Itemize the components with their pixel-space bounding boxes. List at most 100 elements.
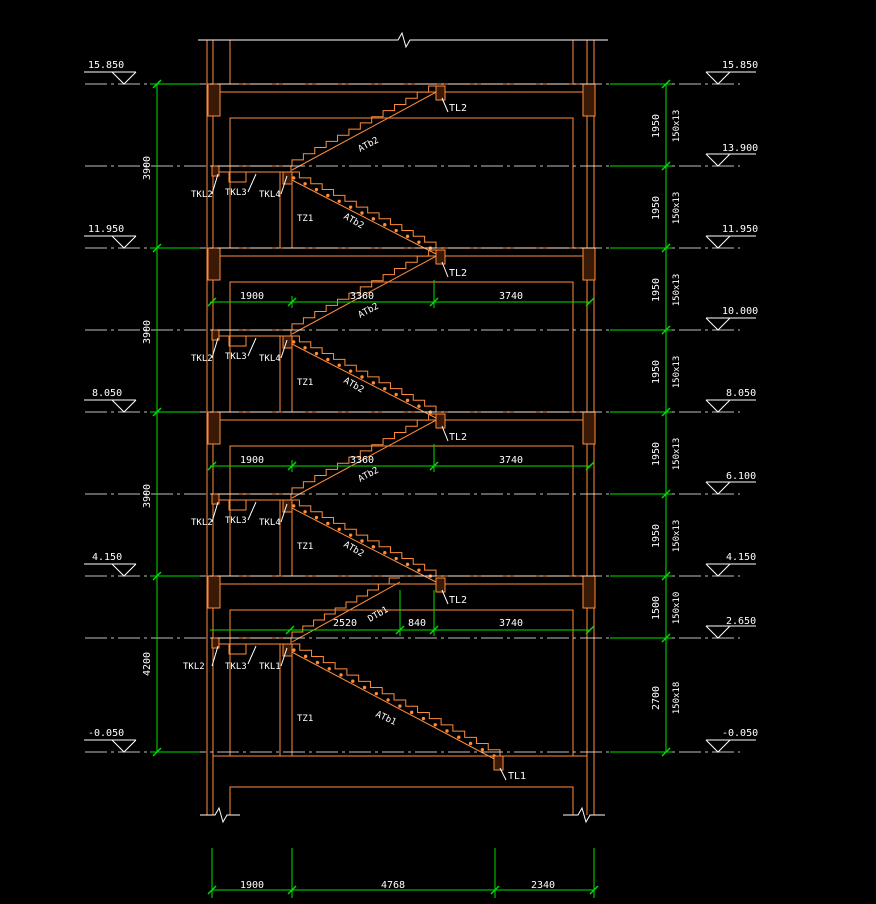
stair-hatch-dot: [433, 723, 437, 727]
stair-hatch-dot: [386, 698, 390, 702]
tkl3-label: TKL3: [225, 188, 247, 198]
left-dim-text: 3900: [142, 320, 153, 344]
tl2-label: TL2: [449, 103, 467, 114]
floor-slab: [212, 83, 588, 93]
dim-tick: [287, 885, 297, 895]
right-dim-steps: 150x18: [672, 682, 682, 715]
right-dim-height: 1950: [651, 524, 662, 548]
label-leader: [441, 425, 449, 442]
tkl1-label: TKL1: [259, 662, 281, 672]
label-leader: [211, 645, 219, 667]
stair-steps: [288, 335, 437, 412]
stair-soffit: [291, 89, 441, 171]
stair-hatch-dot: [351, 679, 355, 683]
stair-soffit: [287, 505, 437, 583]
atb2-label: ATb2: [357, 302, 381, 321]
member-labels: TL2 TL2 TL2 TL2 TL1 TKL2 TKL3 TKL4 TKL2 …: [183, 103, 526, 782]
stair-hatch-dot: [409, 710, 414, 715]
bottom-dimension-text: 1900 4768 2340: [240, 880, 555, 891]
landing-rib: [228, 644, 247, 655]
dim-tick: [207, 885, 217, 895]
stair-hatch-dot: [360, 539, 364, 543]
label-leader: [211, 337, 219, 359]
tkl2-label: TKL2: [191, 518, 213, 528]
level-marker-right: [705, 625, 731, 639]
level-marker-right: [705, 71, 731, 85]
bottom-break-right: [563, 806, 605, 824]
dim-tick: [429, 461, 439, 471]
stair-soffit: [287, 177, 437, 255]
landing-beam-section: [282, 643, 293, 657]
right-dim-height: 1950: [651, 114, 662, 138]
stair-hatch-dot: [374, 691, 379, 696]
floor-slab: [212, 247, 588, 257]
right-dim-height: 1950: [651, 442, 662, 466]
stair-hatch-dot: [348, 369, 353, 373]
landing-beam-section: [211, 165, 220, 177]
stair-hatch-dot: [480, 747, 485, 752]
atb1-label: ATb1: [374, 710, 398, 728]
level-label-right: 2.650: [726, 616, 756, 627]
level-label-left: 15.850: [88, 60, 124, 71]
stair-hatch-dot: [417, 240, 421, 244]
dim-tick: [285, 625, 295, 635]
label-leader: [499, 767, 507, 781]
landing-rib: [228, 336, 247, 347]
stair-hatch-dot: [291, 504, 296, 508]
inner-dim-text: 840: [408, 618, 426, 629]
label-leader: [280, 503, 288, 523]
stair-beam-section: [435, 413, 446, 429]
stair-hatch-dot: [337, 527, 341, 532]
inner-dim-text: 2520: [333, 618, 357, 629]
level-label-right: 8.050: [726, 388, 756, 399]
stair-hatch-dot: [371, 381, 376, 385]
landing-beam-section: [282, 499, 293, 513]
level-label-right: 6.100: [726, 471, 756, 482]
stair-steps: [291, 577, 400, 638]
dtb1-label: DTb1: [367, 605, 391, 625]
stair-hatch-dot: [303, 510, 307, 514]
stair-hatch-dot: [405, 234, 410, 239]
tz1-label: TZ1: [297, 542, 313, 552]
right-dim-steps: 150x10: [672, 592, 682, 625]
bottom-dim-text: 2340: [531, 880, 555, 891]
inner-dim-text: 3740: [499, 618, 523, 629]
stair-hatch-dot: [394, 556, 398, 561]
stair-soffit: [287, 649, 501, 763]
level-marker-right: [705, 399, 731, 413]
dim-tick: [207, 461, 217, 471]
landing-beam-section: [211, 637, 220, 649]
dimension-ticks: [150, 79, 672, 895]
left-dim-text: 3900: [142, 484, 153, 508]
level-marker-left: [111, 235, 137, 249]
dim-tick: [585, 297, 595, 307]
stair-hatch-dot: [360, 211, 364, 215]
level-marker-left: [111, 399, 137, 413]
level-label-right: 4.150: [726, 552, 756, 563]
level-marker-left: [111, 739, 137, 753]
stair-hatch-dot: [383, 386, 387, 391]
stair-hatch-dot: [445, 729, 449, 733]
tkl2-label: TKL2: [191, 190, 213, 200]
level-label-right: 10.000: [722, 306, 758, 317]
stair-hatch-dot: [314, 351, 319, 356]
level-label-left: 8.050: [92, 388, 122, 399]
right-dim-steps: 150x13: [672, 274, 682, 307]
stair-hatch-dot: [383, 222, 387, 227]
stair-hatch-dot: [405, 398, 410, 403]
left-dimension-text: 3900 3900 3900 4200: [142, 156, 153, 676]
stair-hatch-dot: [326, 521, 330, 526]
stair-beam-section: [435, 577, 446, 593]
label-leader: [247, 645, 257, 665]
landing-beam-section: [282, 335, 293, 349]
inner-dim-text: 1900: [240, 455, 264, 466]
bottom-dim-text: 1900: [240, 880, 264, 891]
label-leader: [211, 173, 219, 195]
right-dim-steps: 150x13: [672, 356, 682, 389]
beam-sections: [207, 83, 596, 609]
stair-hatch-dot: [315, 660, 320, 665]
stair-hatch-dot: [394, 228, 398, 233]
level-marker-left: [111, 563, 137, 577]
stair-hatch-dot: [360, 375, 364, 379]
